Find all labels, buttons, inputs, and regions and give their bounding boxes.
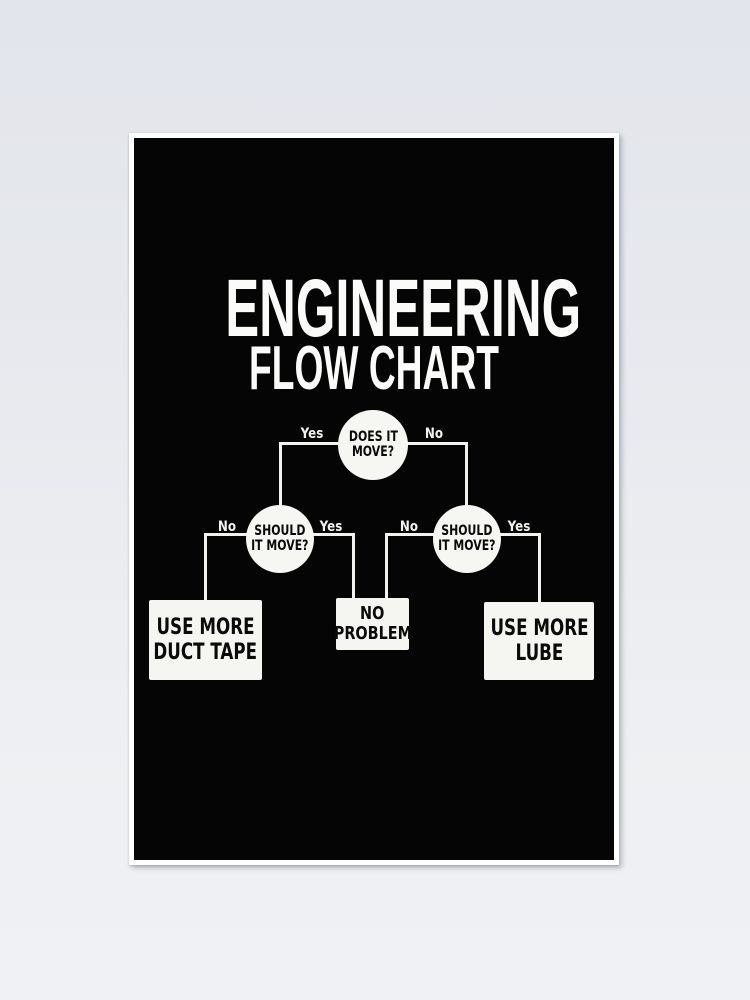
- connector-root-yes-vertical: [279, 442, 282, 539]
- decision-node-does-it-move: DOES IT MOVE?: [338, 410, 408, 480]
- decision-node-should-it-move-left: SHOULD IT MOVE?: [246, 505, 314, 573]
- poster-subtitle: FLOW CHART: [248, 334, 500, 403]
- poster-title: ENGINEERING: [225, 263, 582, 354]
- edge-label-right-yes: Yes: [507, 519, 531, 535]
- decision-node-label-line1: SHOULD: [254, 523, 306, 539]
- connector-left-no-vertical: [204, 533, 207, 601]
- outcome-label-line1: USE MORE: [489, 616, 589, 641]
- outcome-label-line2: DUCT TAPE: [153, 640, 258, 665]
- outcome-label-line2: PROBLEM: [333, 623, 412, 644]
- outcome-label-line1: USE MORE: [156, 615, 255, 640]
- poster-black-field: ENGINEERING FLOW CHART DOES IT MOVE? SHO…: [134, 138, 614, 860]
- connector-right-yes-vertical: [538, 533, 541, 604]
- edge-label-root-yes: Yes: [300, 426, 324, 442]
- edge-label-root-no: No: [424, 426, 444, 442]
- connector-root-no-vertical: [465, 442, 468, 539]
- decision-node-label-line1: SHOULD: [441, 523, 493, 539]
- decision-node-label-line1: DOES IT: [348, 429, 398, 445]
- connector-left-yes-vertical: [352, 533, 355, 599]
- edge-label-right-no: No: [399, 519, 419, 535]
- edge-label-left-yes: Yes: [319, 519, 343, 535]
- outcome-box-no-problem: NO PROBLEM: [333, 598, 412, 650]
- outcome-label-line2: LUBE: [515, 641, 563, 666]
- poster: ENGINEERING FLOW CHART DOES IT MOVE? SHO…: [129, 133, 619, 865]
- connector-right-no-vertical: [385, 533, 388, 599]
- decision-node-label-line2: MOVE?: [351, 444, 395, 460]
- decision-node-label-line2: IT MOVE?: [251, 538, 309, 554]
- edge-label-left-no: No: [217, 519, 237, 535]
- decision-node-label-line2: IT MOVE?: [438, 538, 496, 554]
- outcome-label-line1: NO: [360, 603, 385, 624]
- decision-node-should-it-move-right: SHOULD IT MOVE?: [433, 505, 501, 573]
- outcome-box-lube: USE MORE LUBE: [484, 602, 594, 680]
- outcome-box-duct-tape: USE MORE DUCT TAPE: [149, 600, 262, 680]
